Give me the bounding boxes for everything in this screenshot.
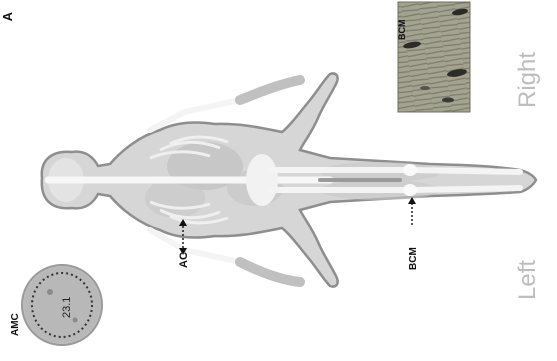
panel-label: A bbox=[0, 11, 15, 21]
right-side-label: Right bbox=[514, 52, 541, 108]
amc-value: 23.1 bbox=[61, 297, 73, 318]
bcm-measurement-arrow bbox=[408, 197, 416, 225]
amc-label: AMC bbox=[10, 313, 21, 336]
muscle-histology-inset-icon bbox=[398, 2, 470, 112]
bcm-inset-label: BCM bbox=[397, 20, 407, 41]
left-side-label: Left bbox=[514, 260, 541, 300]
bcm-arrow-label: BCM bbox=[408, 247, 419, 270]
ac-label: AC bbox=[178, 252, 190, 268]
